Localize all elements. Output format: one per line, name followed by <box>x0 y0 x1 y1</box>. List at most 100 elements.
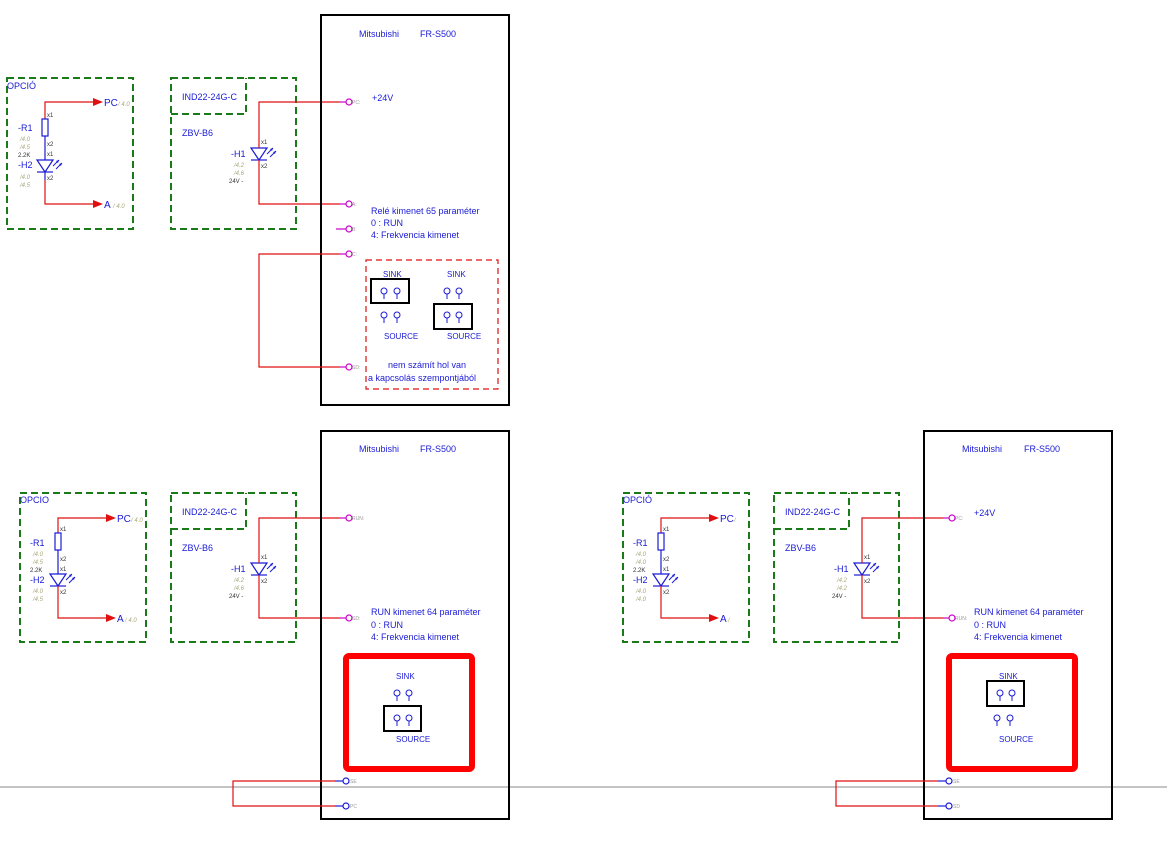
vfd-model: FR-S500 <box>420 29 456 39</box>
svg-text:IND22-24G-C: IND22-24G-C <box>182 507 238 517</box>
svg-text:/4.5: /4.5 <box>32 597 44 603</box>
svg-text:-H1: -H1 <box>231 149 246 159</box>
svg-text:x1: x1 <box>261 140 268 146</box>
option-border <box>6 77 134 230</box>
svg-text:4: Frekvencia kimenet: 4: Frekvencia kimenet <box>371 230 460 240</box>
svg-text:RUN:: RUN: <box>955 616 967 622</box>
svg-text:-H1: -H1 <box>834 564 849 574</box>
jumper-sink[interactable] <box>370 278 410 304</box>
terminal-b[interactable] <box>345 225 353 233</box>
svg-text:x1: x1 <box>261 555 268 561</box>
svg-text:RUN kimenet 64 paraméter: RUN kimenet 64 paraméter <box>974 607 1084 617</box>
svg-text:-R1: -R1 <box>30 538 45 548</box>
svg-text:/ 4.0: / 4.0 <box>124 618 137 624</box>
option-title: OPCIÓ <box>7 81 36 91</box>
terminal-run[interactable] <box>948 614 956 622</box>
led-icon <box>250 562 277 576</box>
svg-text:0 : RUN: 0 : RUN <box>974 620 1006 630</box>
svg-text:x2: x2 <box>663 590 670 596</box>
svg-text:Mitsubishi: Mitsubishi <box>359 444 399 454</box>
svg-text:B:: B: <box>352 227 357 233</box>
svg-text:/4.0: /4.0 <box>635 597 647 603</box>
svg-text:PC: PC <box>720 514 734 525</box>
svg-text:ZBV-B6: ZBV-B6 <box>182 543 213 553</box>
highlight-jumper-frame <box>343 653 475 772</box>
diagram-3: OPCIÓ PC / A / x1 x2 x1 x2 -R1 /4.0 /4.0… <box>622 430 1113 820</box>
led-icon <box>36 159 63 173</box>
svg-text:x1: x1 <box>47 152 54 158</box>
terminal-run[interactable] <box>345 514 353 522</box>
vfd-block: Mitsubishi FR-S500 RUN: SD: RUN kimenet … <box>232 430 510 820</box>
svg-text:/: / <box>727 618 731 624</box>
h2-label: -H2 <box>18 160 33 170</box>
svg-text:/4.2: /4.2 <box>233 578 245 584</box>
terminal-sd[interactable] <box>345 363 353 371</box>
svg-text:/4.6: /4.6 <box>233 171 245 177</box>
svg-text:/4.0: /4.0 <box>19 137 31 143</box>
resistor-icon <box>54 532 62 551</box>
svg-text:A: A <box>720 614 727 625</box>
svg-text:SE: SE <box>953 779 960 785</box>
svg-text:SINK: SINK <box>447 270 466 279</box>
svg-text:SD:: SD: <box>352 365 360 371</box>
svg-text:-H1: -H1 <box>231 564 246 574</box>
terminal-a[interactable] <box>345 200 353 208</box>
svg-text:0 : RUN: 0 : RUN <box>371 218 403 228</box>
svg-text:IND22-24G-C: IND22-24G-C <box>785 507 841 517</box>
terminal-se[interactable] <box>342 777 350 785</box>
svg-text:SOURCE: SOURCE <box>447 332 481 341</box>
svg-text:x1: x1 <box>864 555 871 561</box>
svg-text:/4.0: /4.0 <box>32 552 44 558</box>
svg-text:x2: x2 <box>663 557 670 563</box>
svg-text:x2: x2 <box>47 176 54 182</box>
svg-text:SINK: SINK <box>396 672 415 681</box>
terminal-pc[interactable] <box>342 802 350 810</box>
jumper-source[interactable] <box>383 705 422 732</box>
svg-text:SOURCE: SOURCE <box>999 735 1033 744</box>
terminal-se[interactable] <box>945 777 953 785</box>
svg-text:/4.5: /4.5 <box>19 145 31 151</box>
svg-text:/ 4.0: / 4.0 <box>117 102 130 108</box>
indicator-block: IND22-24G-C ZBV-B6 -H1 /4.2 /4.6 24V - x… <box>170 77 340 230</box>
terminal-sd[interactable] <box>945 802 953 810</box>
option-block: OPCIÓ PC / 4.0 A / 4.0 x1 x2 x1 x2 -R1 /… <box>6 77 134 230</box>
jumper-sink[interactable] <box>986 680 1025 707</box>
svg-text:x2: x2 <box>261 579 268 585</box>
svg-text:x1: x1 <box>47 113 54 119</box>
svg-text:2.2K: 2.2K <box>633 568 645 574</box>
svg-text:0 : RUN: 0 : RUN <box>371 620 403 630</box>
resistor-icon <box>41 118 49 137</box>
terminal-c[interactable] <box>345 250 353 258</box>
svg-text:nem számít hol van: nem számít hol van <box>388 360 466 370</box>
svg-text:x2: x2 <box>47 142 54 148</box>
terminal-pc[interactable] <box>948 514 956 522</box>
svg-text:+24V: +24V <box>372 93 393 103</box>
svg-text:+24V: +24V <box>974 508 995 518</box>
terminal-pc[interactable] <box>345 98 353 106</box>
svg-text:/ 4.0: / 4.0 <box>130 518 143 524</box>
svg-text:RUN kimenet 64 paraméter: RUN kimenet 64 paraméter <box>371 607 481 617</box>
svg-text:2.2K: 2.2K <box>18 153 30 159</box>
svg-text:-H2: -H2 <box>30 575 45 585</box>
highlight-jumper-frame <box>946 653 1078 772</box>
svg-text:C:: C: <box>352 252 357 258</box>
terminal-sd[interactable] <box>345 614 353 622</box>
svg-text:PC:: PC: <box>352 100 360 106</box>
svg-text:PC: PC <box>117 514 131 525</box>
svg-text:OPCIÓ: OPCIÓ <box>623 495 652 505</box>
svg-text:-R1: -R1 <box>633 538 648 548</box>
svg-text:x2: x2 <box>864 579 871 585</box>
svg-text:/4.5: /4.5 <box>32 560 44 566</box>
svg-text:Relé kimenet 65 paraméter: Relé kimenet 65 paraméter <box>371 206 480 216</box>
svg-text:4: Frekvencia kimenet: 4: Frekvencia kimenet <box>974 632 1063 642</box>
jumper-source[interactable] <box>433 303 473 330</box>
indicator-block: IND22-24G-C ZBV-B6 -H1 /4.2 /4.6 24V - x… <box>170 492 340 643</box>
svg-text:PC:: PC: <box>955 516 963 522</box>
vfd-frame <box>320 14 510 406</box>
svg-text:A:: A: <box>352 202 357 208</box>
svg-text:24V -: 24V - <box>832 594 846 600</box>
svg-text:4: Frekvencia kimenet: 4: Frekvencia kimenet <box>371 632 460 642</box>
svg-text:/4.0: /4.0 <box>19 175 31 181</box>
svg-text:x1: x1 <box>60 527 67 533</box>
svg-text:24V -: 24V - <box>229 594 243 600</box>
